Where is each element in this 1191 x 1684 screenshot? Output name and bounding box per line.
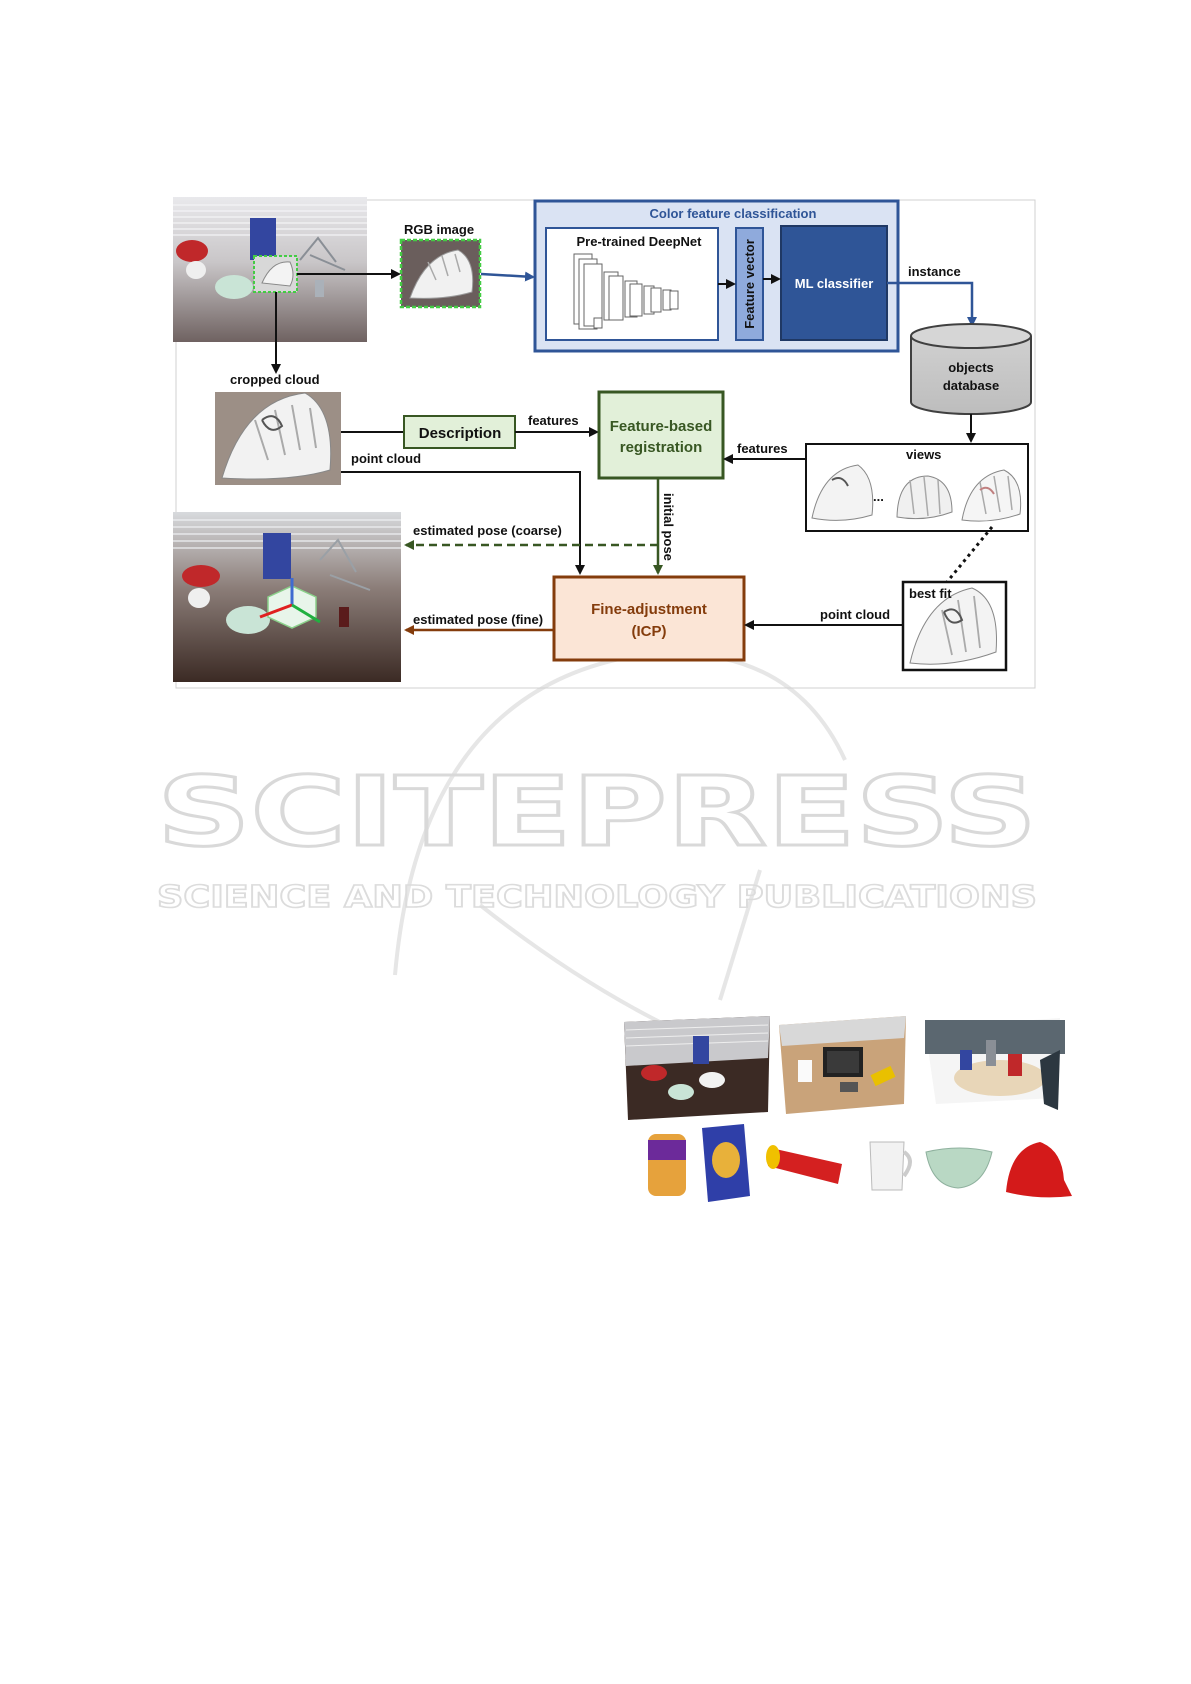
- objects-database: objects database: [910, 323, 1032, 415]
- neural-network-icon: [573, 253, 679, 330]
- pretrained-deepnet-label: Pre-trained DeepNet: [577, 234, 703, 249]
- object-soda-can-icon: [648, 1134, 686, 1196]
- features-right-label: features: [737, 441, 788, 456]
- color-feature-title: Color feature classification: [650, 206, 817, 221]
- objects-database-line1: objects: [948, 360, 994, 375]
- scene-photo: [173, 197, 367, 342]
- views-label: views: [906, 447, 941, 462]
- result-scene-photo: [173, 512, 401, 682]
- view-cap-2: [896, 475, 953, 520]
- ml-classifier-label: ML classifier: [795, 276, 874, 291]
- object-coffee-mug-icon: [869, 1141, 912, 1191]
- feature-based-line2: registration: [620, 439, 703, 456]
- description-box: [403, 415, 516, 449]
- point-cloud-right-label: point cloud: [820, 607, 890, 622]
- watermark: SCITEPRESS SCIENCE AND TECHNOLOGY PUBLIC…: [156, 651, 1039, 1052]
- object-bowl-icon: [925, 1147, 993, 1189]
- feature-based-line1: Feature-based: [610, 418, 713, 435]
- instance-arrow: [887, 281, 977, 327]
- watermark-sub: SCIENCE AND TECHNOLOGY PUBLICATIONS: [157, 880, 1037, 915]
- rgb-image-label: RGB image: [404, 222, 474, 237]
- watermark-main: SCITEPRESS: [157, 756, 1037, 868]
- dataset-scene-3: [925, 1018, 1065, 1110]
- dataset-scene-2: [779, 1016, 906, 1114]
- view-cap-1: [811, 464, 874, 521]
- fine-adjustment-line1: Fine-adjustment: [591, 601, 707, 618]
- fine-adjustment-line2: (ICP): [632, 623, 667, 640]
- objects-database-line2: database: [943, 378, 999, 393]
- features-left-label: features: [528, 413, 579, 428]
- dataset-object-thumbnails: [648, 1124, 1072, 1202]
- object-cap-icon: [1006, 1142, 1072, 1198]
- description-label: Description: [419, 425, 502, 442]
- dataset-scene-thumbnails: [624, 1016, 1065, 1120]
- rgb-to-panel-arrow: [480, 271, 535, 282]
- views-ellipsis: ...: [873, 489, 884, 504]
- initial-pose-label: initial pose: [661, 493, 676, 561]
- point-cloud-to-icp-arrow: [341, 471, 585, 575]
- point-cloud-left-label: point cloud: [351, 451, 421, 466]
- feature-vector-label: Feature vector: [742, 239, 757, 329]
- best-fit-label: best fit: [909, 586, 952, 601]
- best-fit-cap-image: [909, 587, 997, 665]
- instance-label: instance: [908, 264, 961, 279]
- cropped-cloud-label: cropped cloud: [230, 372, 320, 387]
- view-cap-3: [961, 469, 1022, 522]
- dataset-scene-1: [624, 1016, 770, 1120]
- estimated-pose-fine-label: estimated pose (fine): [413, 612, 543, 627]
- fine-adjustment-box: [552, 575, 746, 662]
- object-flashlight-icon: [766, 1145, 842, 1184]
- estimated-pose-coarse-label: estimated pose (coarse): [413, 523, 562, 538]
- views-to-best-fit-dotted: [945, 526, 994, 583]
- object-cereal-box-icon: [702, 1124, 750, 1202]
- feature-based-registration-box: [597, 390, 725, 480]
- rgb-image-thumbnail: [399, 238, 482, 309]
- feature-vector-box: [735, 227, 764, 341]
- cropped-cloud-image: [215, 392, 341, 485]
